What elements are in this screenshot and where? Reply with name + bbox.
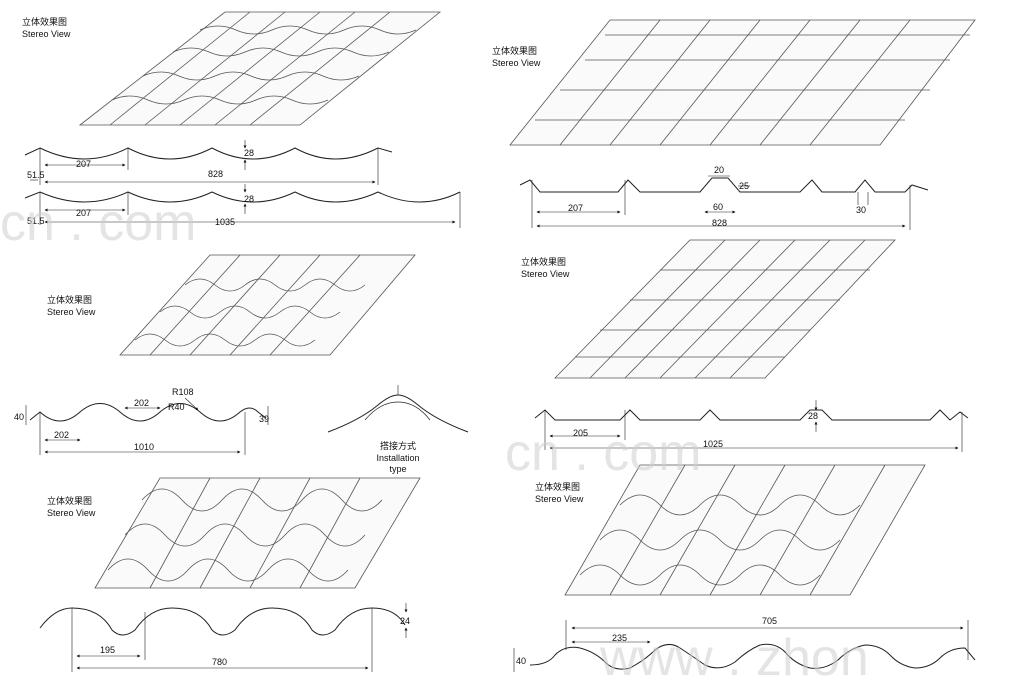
dim-label: 40 [516, 656, 526, 666]
dim-label: 51.5 [27, 170, 45, 180]
stereo-view-cn: 立体效果图 [47, 497, 93, 507]
dim-label: 1035 [215, 217, 235, 227]
dim-label: 60 [713, 202, 723, 212]
dim-label: 828 [208, 169, 223, 179]
stereo-view-sketch-5 [94, 477, 421, 589]
stereo-view-sketch-6 [564, 464, 926, 596]
stereo-view-en: Stereo View [22, 29, 71, 39]
watermark-text: www . zhon [599, 629, 869, 687]
watermark-text: cn . com [505, 424, 702, 482]
dim-label: 1025 [703, 439, 723, 449]
stereo-view-sketch-4 [554, 239, 896, 379]
profile-4 [534, 400, 969, 452]
profile-3 [25, 397, 269, 455]
stereo-view-en: Stereo View [521, 269, 570, 279]
dim-label: R40 [168, 402, 185, 412]
dim-label: 20 [714, 165, 724, 175]
profile-2 [519, 175, 929, 230]
dim-label: 202 [134, 398, 149, 408]
dim-label: 28 [244, 194, 254, 204]
dim-label: 235 [612, 633, 627, 643]
dim-label: R108 [172, 387, 194, 397]
profile-1 [24, 140, 461, 228]
dim-label: 24 [400, 616, 410, 626]
dim-label: 207 [76, 208, 91, 218]
dim-label: 28 [808, 411, 818, 421]
dim-label: 828 [712, 218, 727, 228]
dim-label: 207 [568, 203, 583, 213]
stereo-view-en: Stereo View [535, 494, 584, 504]
installation-type-en: Installation type [376, 453, 420, 474]
dim-label: 705 [762, 616, 777, 626]
stereo-view-label-3: 立体效果图 Stereo View [47, 296, 95, 318]
dim-label: 202 [54, 430, 69, 440]
stereo-view-en: Stereo View [47, 508, 96, 518]
watermark-text: cn . com [0, 194, 197, 252]
installation-type-label: 搭接方式 Installation type [368, 442, 428, 475]
stereo-view-label-2: 立体效果图 Stereo View [492, 47, 540, 69]
stereo-view-en: Stereo View [47, 307, 96, 317]
dim-label: 25 [739, 181, 749, 191]
stereo-view-sketch-1 [78, 11, 442, 126]
dim-label: 780 [212, 657, 227, 667]
profile-5 [39, 603, 408, 672]
dim-label: 195 [100, 645, 115, 655]
dim-label: 40 [14, 412, 24, 422]
dim-label: 51.5 [27, 216, 45, 226]
stereo-view-cn: 立体效果图 [535, 483, 581, 493]
installation-type-sketch [327, 385, 469, 433]
stereo-view-label-1: 立体效果图 Stereo View [22, 18, 70, 40]
stereo-view-en: Stereo View [492, 58, 541, 68]
stereo-view-label-6: 立体效果图 Stereo View [535, 483, 583, 505]
stereo-view-cn: 立体效果图 [521, 258, 567, 268]
dim-label: 28 [244, 148, 254, 158]
dim-label: 1010 [134, 442, 154, 452]
dim-label: 207 [76, 159, 91, 169]
dim-label: 39 [259, 414, 269, 424]
stereo-view-sketch-3 [119, 254, 416, 356]
stereo-view-cn: 立体效果图 [492, 47, 538, 57]
stereo-view-cn: 立体效果图 [47, 296, 93, 306]
dim-label: 30 [856, 205, 866, 215]
stereo-view-cn: 立体效果图 [22, 18, 68, 28]
stereo-view-label-5: 立体效果图 Stereo View [47, 497, 95, 519]
stereo-view-label-4: 立体效果图 Stereo View [521, 258, 569, 280]
stereo-view-sketch-2 [509, 19, 976, 146]
profile-6 [513, 620, 976, 672]
dim-label: 205 [573, 428, 588, 438]
installation-type-cn: 搭接方式 [379, 442, 416, 452]
